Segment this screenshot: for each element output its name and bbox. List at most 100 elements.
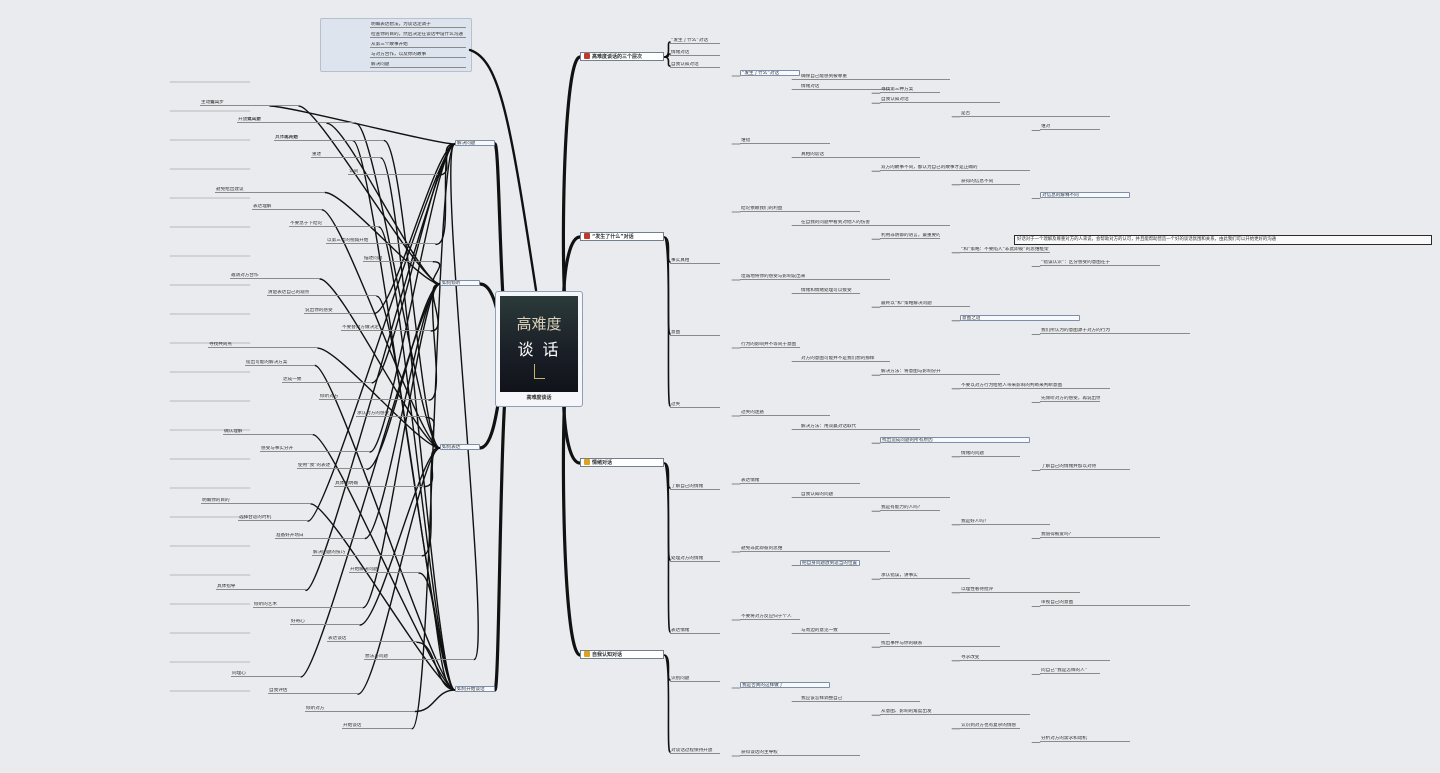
detail-node[interactable]: 获得谈话的主导权: [740, 750, 860, 756]
detail-node[interactable]: 最终以“和”策略解决问题: [880, 301, 970, 308]
detail-node[interactable]: 我是有能力的人吗？: [880, 505, 940, 512]
summary-item[interactable]: 检查你的目的，然后决定在谈话中设什么沟通: [370, 32, 466, 38]
detail-node[interactable]: 认识到对方也有复杂的情感: [960, 723, 1020, 729]
left-detail-node[interactable]: 表达理解: [252, 204, 322, 210]
left-detail-node[interactable]: 达成一致: [282, 377, 372, 383]
left-detail-node[interactable]: 寻找共同点: [208, 342, 318, 349]
detail-node[interactable]: 情绪的问题: [960, 451, 1020, 457]
sub-branch[interactable]: 处理对方的情绪: [670, 556, 720, 562]
detail-node[interactable]: 不要以对方行为给他人带来影响的判断来判断意图: [960, 383, 1110, 389]
left-detail-node[interactable]: 不要急于下结论: [289, 221, 379, 228]
left-detail-node[interactable]: 提出可能的解决方案: [245, 360, 315, 366]
left-detail-node[interactable]: 说出你的感受: [304, 308, 374, 314]
sub-branch[interactable]: 对谈话过程保持开放: [670, 748, 720, 754]
detail-node[interactable]: 确保自己能感到被尊重: [800, 74, 950, 80]
detail-node[interactable]: 从意图、影响的角度出发: [880, 709, 1030, 716]
left-detail-node[interactable]: 使用“我”的表述: [297, 463, 367, 470]
detail-node[interactable]: 以理性看待批评: [960, 587, 1080, 593]
detail-node[interactable]: 真相的谎话: [800, 152, 920, 158]
left-detail-node[interactable]: 以第三者的视角开始: [326, 238, 436, 245]
main-branch-4[interactable]: 自我认知对话: [580, 650, 664, 659]
detail-node[interactable]: 谁对: [1040, 124, 1100, 131]
left-detail-node[interactable]: 准备好开场白: [275, 533, 365, 539]
detail-node[interactable]: “发生了什么”对话: [740, 70, 800, 76]
left-detail-node[interactable]: 确认理解: [223, 429, 313, 435]
detail-node[interactable]: 我是好人吗？: [960, 519, 1050, 525]
detail-node[interactable]: 在自我的问题中看到对他人的伤害: [800, 220, 950, 226]
left-detail-node[interactable]: 倾听对方: [305, 706, 415, 712]
detail-node[interactable]: 对信息的解释不同: [1040, 192, 1130, 199]
detail-node[interactable]: 我们所认为的意图源于对方的行为: [1040, 328, 1190, 335]
detail-node[interactable]: 承认错误，讲事实: [880, 573, 970, 580]
left-detail-node[interactable]: 不要替对方做决定: [341, 325, 431, 331]
summary-item[interactable]: 解决问题: [370, 62, 466, 68]
detail-node[interactable]: 对方的意图可能并不是我们想的那样: [800, 356, 890, 362]
detail-node[interactable]: 找出事件与你的联系: [880, 641, 1000, 648]
detail-node[interactable]: 我应该怎样调整自己: [800, 696, 920, 702]
detail-node[interactable]: 获得的信息不同: [960, 179, 1020, 185]
left-detail-node[interactable]: 承认对方的感受: [356, 411, 426, 418]
left-detail-node[interactable]: 选择合适的时机: [238, 515, 308, 522]
detail-node[interactable]: 问自己“我是怎样的人”: [1040, 668, 1100, 675]
detail-node[interactable]: “错误认识”：区分感受的意图在于: [1040, 260, 1160, 267]
left-detail-node[interactable]: 描述问题: [363, 256, 433, 262]
left-detail-node[interactable]: 邀请对方合作: [230, 273, 320, 279]
summary-item[interactable]: 从第三个故事开始: [370, 42, 466, 48]
detail-node[interactable]: 不要将对方反应归于个人: [740, 614, 800, 620]
detail-node[interactable]: 与周边的意见一致: [800, 628, 890, 634]
detail-node[interactable]: 我是否真的这样做了: [740, 682, 830, 688]
sub-branch[interactable]: 表达情绪: [670, 628, 720, 634]
detail-node[interactable]: 意图之谜: [960, 314, 1080, 321]
detail-node[interactable]: 审视自己的意图: [1040, 600, 1190, 607]
left-detail-node[interactable]: 第三步: [246, 117, 356, 124]
left-detail-node[interactable]: 解决问题的技巧: [312, 550, 422, 556]
left-detail-node[interactable]: 具体指导: [216, 584, 306, 591]
summary-item[interactable]: 明确表达想法，为谈话定调子: [370, 22, 466, 28]
detail-node[interactable]: 先倾听对方的感受，再说出你的感受: [1040, 396, 1100, 403]
detail-node[interactable]: 行为的影响并不等同于意图: [740, 342, 800, 348]
sub-branch[interactable]: 自我认知对话: [670, 62, 720, 68]
left-main-branch[interactable]: 如何开始谈话: [455, 686, 495, 692]
detail-node[interactable]: 结论依赖我们的利益: [740, 206, 860, 212]
left-detail-node[interactable]: 具体而明确: [334, 481, 424, 487]
detail-node[interactable]: 情绪和情绪处理可以接受: [800, 288, 860, 294]
detail-node[interactable]: 是否: [960, 111, 1110, 117]
detail-node[interactable]: 我值得被爱吗？: [1040, 532, 1160, 539]
left-detail-node[interactable]: 认同: [348, 169, 438, 176]
central-topic[interactable]: 高难度 谈 话 高难度谈话: [495, 291, 583, 407]
detail-node[interactable]: 情绪对话: [800, 84, 890, 90]
main-branch-2[interactable]: “发生了什么”对话: [580, 232, 664, 241]
detail-node[interactable]: 坦诚地将你的感受与影响说出来: [740, 274, 890, 280]
detail-node[interactable]: 表达情绪: [740, 478, 860, 484]
left-detail-node[interactable]: 倾听的艺术: [253, 602, 363, 608]
left-detail-node[interactable]: 开始谈话: [342, 723, 412, 729]
left-detail-node[interactable]: 表达谈话: [327, 636, 417, 643]
detail-node[interactable]: 把自身问题放到适当的位置: [800, 559, 860, 566]
left-main-branch[interactable]: 解决问题: [455, 140, 495, 146]
detail-node[interactable]: 谁错: [740, 138, 830, 144]
summary-item[interactable]: 与对方合作，以及你的故事: [370, 52, 466, 58]
detail-node[interactable]: 利用非防御的语言，最重要的是了解以下的: [880, 233, 940, 240]
detail-node[interactable]: “和”策略：不要陷入“非此即彼”的思维框架: [960, 246, 1050, 253]
sub-branch[interactable]: 过失: [670, 402, 720, 408]
left-detail-node[interactable]: 重述: [311, 152, 381, 158]
detail-node[interactable]: 找出造成问题的所有原因: [880, 437, 1030, 444]
sub-branch[interactable]: 了解自己的情绪: [670, 484, 720, 490]
detail-node[interactable]: 双方的故事不同，都认为自己的故事才是正确的: [880, 165, 1030, 172]
left-detail-node[interactable]: 同理心: [231, 671, 301, 677]
detail-node[interactable]: 自我认知对话: [880, 97, 1000, 104]
detail-node[interactable]: 分析对方的需求和动机: [1040, 736, 1130, 743]
left-detail-node[interactable]: 再开始: [283, 135, 353, 141]
sub-branch[interactable]: 识别问题: [670, 676, 720, 682]
detail-node[interactable]: 寻求改变: [960, 655, 1110, 661]
detail-node[interactable]: 过失的迷惑: [740, 410, 830, 416]
sub-branch[interactable]: 意图: [670, 330, 720, 336]
detail-node[interactable]: 解决方法：用双赢对话取代: [800, 424, 920, 430]
left-detail-node[interactable]: 避免给出建议: [215, 187, 325, 193]
left-detail-node[interactable]: 好奇心: [290, 619, 360, 625]
left-detail-node[interactable]: 倾听对方: [319, 394, 429, 401]
left-detail-node[interactable]: 开始解决问题: [349, 567, 419, 574]
detail-node[interactable]: 寻找第三种方案: [880, 87, 940, 94]
sub-branch[interactable]: 情绪对话: [670, 50, 720, 56]
detail-node[interactable]: 了解自己的情绪并加以对待: [1040, 464, 1130, 471]
